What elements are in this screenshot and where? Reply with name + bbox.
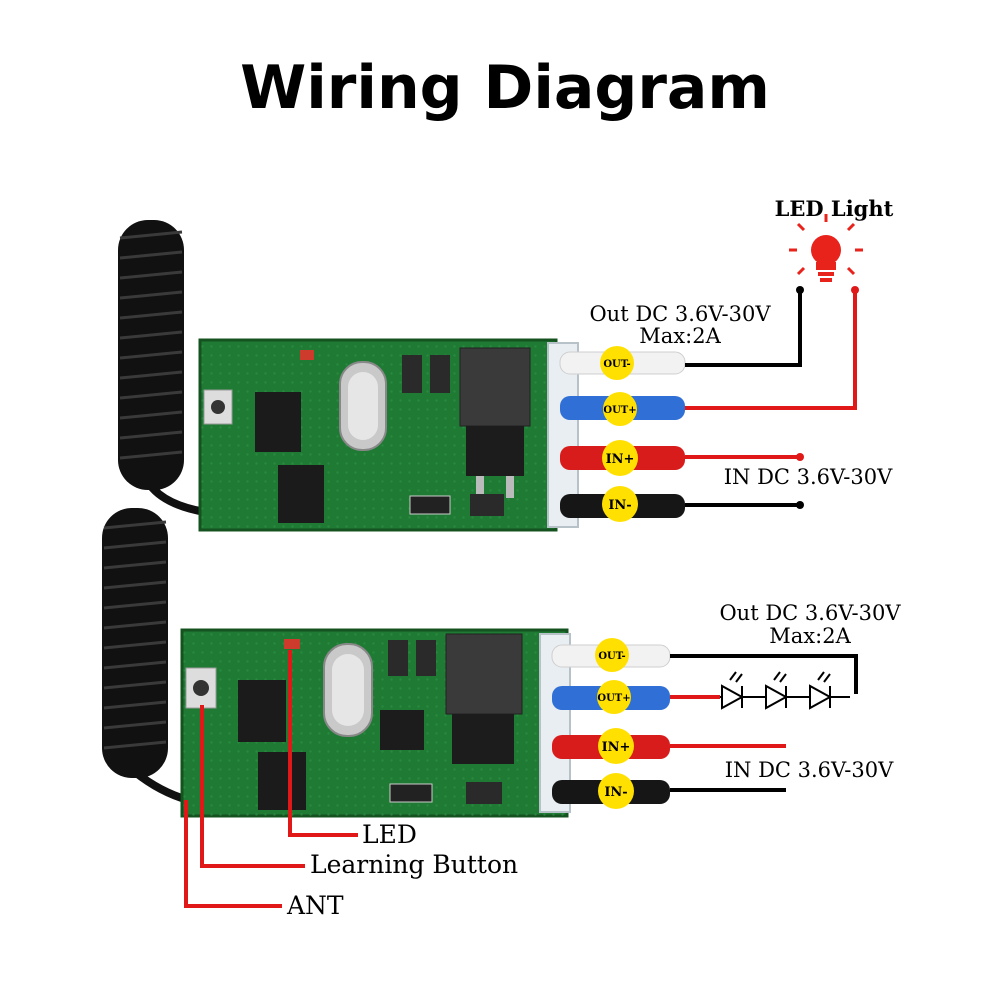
status-led-icon <box>284 639 300 649</box>
callout-leaders <box>184 650 358 908</box>
led-bulb-icon <box>789 214 863 282</box>
svg-text:IN-: IN- <box>608 498 631 513</box>
led-diode-icon <box>765 671 789 710</box>
terminal-badge-out-minus-top: OUT- <box>600 346 634 380</box>
out-max-label-top: Max:2A <box>639 324 721 348</box>
out-max-label-bottom: Max:2A <box>769 624 851 648</box>
led-diode-icon <box>809 671 833 710</box>
svg-text:IN+: IN+ <box>606 452 635 467</box>
svg-text:IN+: IN+ <box>602 740 631 755</box>
terminal-badge-in-plus-top: IN+ <box>602 440 638 476</box>
callout-led: LED <box>362 820 417 849</box>
svg-text:IN-: IN- <box>604 785 627 800</box>
pcb-board-top <box>198 338 579 532</box>
led-diode-icon <box>721 671 745 710</box>
pcb-board-bottom <box>180 628 571 818</box>
terminal-badge-in-minus-top: IN- <box>602 486 638 522</box>
terminal-badge-out-plus-bottom: OUT+ <box>597 680 631 714</box>
callout-learning-button: Learning Button <box>310 850 518 879</box>
out-spec-label-bottom: Out DC 3.6V-30V <box>719 601 901 625</box>
antenna-coil-bottom <box>102 508 190 804</box>
terminal-badge-out-plus-top: OUT+ <box>603 392 637 426</box>
in-spec-label-top: IN DC 3.6V-30V <box>724 465 893 489</box>
svg-text:OUT-: OUT- <box>603 359 630 370</box>
load-label: LED Light <box>775 196 894 221</box>
bottom-diagram: OUT- OUT+ IN+ IN- Out DC 3.6V-30V Max:2A… <box>102 508 901 920</box>
svg-text:OUT+: OUT+ <box>603 405 636 416</box>
terminal-badge-out-minus-bottom: OUT- <box>595 638 629 672</box>
out-spec-label-top: Out DC 3.6V-30V <box>589 302 771 326</box>
top-diagram: OUT- OUT+ IN+ IN- <box>118 196 894 532</box>
terminal-badge-in-minus-bottom: IN- <box>598 773 634 809</box>
callout-ant: ANT <box>286 891 344 920</box>
in-spec-label-bottom: IN DC 3.6V-30V <box>725 758 894 782</box>
svg-text:OUT+: OUT+ <box>597 693 630 704</box>
page-title: Wiring Diagram <box>240 53 770 123</box>
svg-text:OUT-: OUT- <box>598 651 625 662</box>
antenna-coil-top <box>118 220 206 516</box>
terminal-badge-in-plus-bottom: IN+ <box>598 728 634 764</box>
